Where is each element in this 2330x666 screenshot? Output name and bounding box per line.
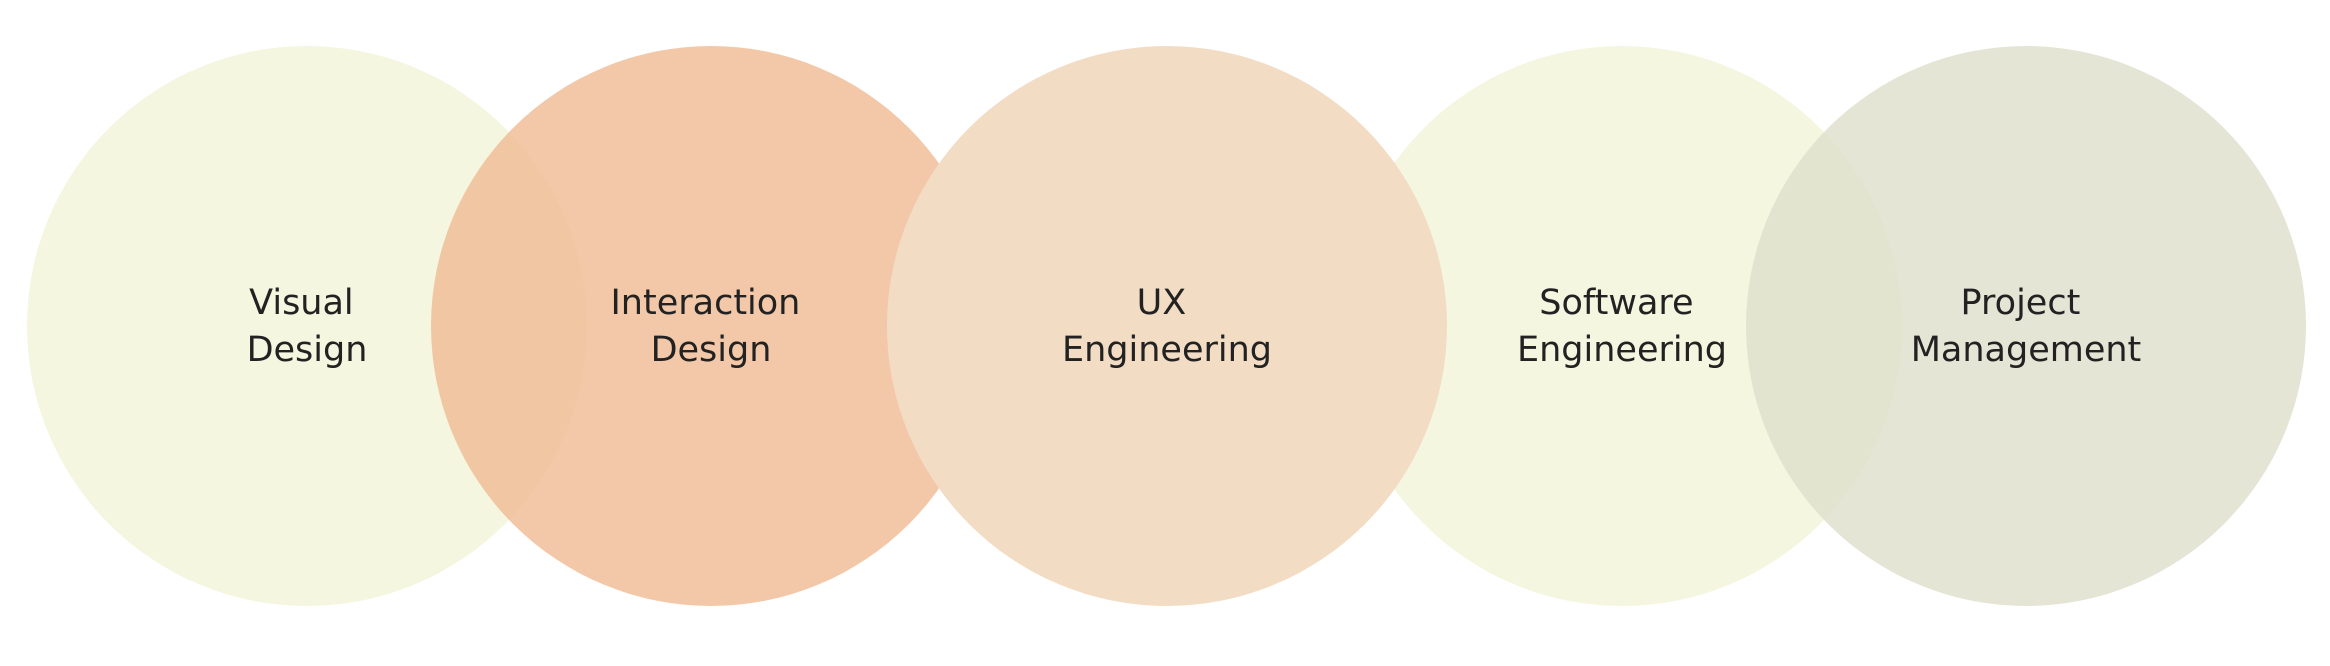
- software-engineering-label-line-2: Engineering: [1517, 330, 1727, 370]
- interaction-design-circle: [431, 46, 991, 606]
- ux-engineering-label-line-2: Engineering: [1062, 330, 1272, 370]
- project-management-label-line-2: Management: [1911, 330, 2142, 370]
- interaction-design-label-line-1: Interaction: [610, 283, 800, 323]
- software-engineering-circle: [1342, 46, 1902, 606]
- ux-engineering-label-line-1: UX: [1137, 283, 1187, 323]
- visual-design-circle: [27, 46, 587, 606]
- project-management-circle: [1746, 46, 2306, 606]
- visual-design-label-line-1: Visual: [249, 283, 354, 323]
- label-layer: Visual Design Interaction Design UX Engi…: [247, 283, 2142, 370]
- interaction-design-label: Interaction Design: [610, 283, 811, 370]
- project-management-label: Project Management: [1911, 283, 2142, 370]
- visual-design-label-line-2: Design: [247, 330, 368, 370]
- visual-design-label: Visual Design: [247, 283, 368, 370]
- software-engineering-label: Software Engineering: [1517, 283, 1727, 370]
- circle-layer: [27, 46, 2306, 606]
- ux-engineering-circle: [887, 46, 1447, 606]
- software-engineering-label-line-1: Software: [1539, 283, 1693, 323]
- ux-engineering-label: UX Engineering: [1062, 283, 1272, 370]
- project-management-label-line-1: Project: [1961, 283, 2081, 323]
- interaction-design-label-line-2: Design: [651, 330, 772, 370]
